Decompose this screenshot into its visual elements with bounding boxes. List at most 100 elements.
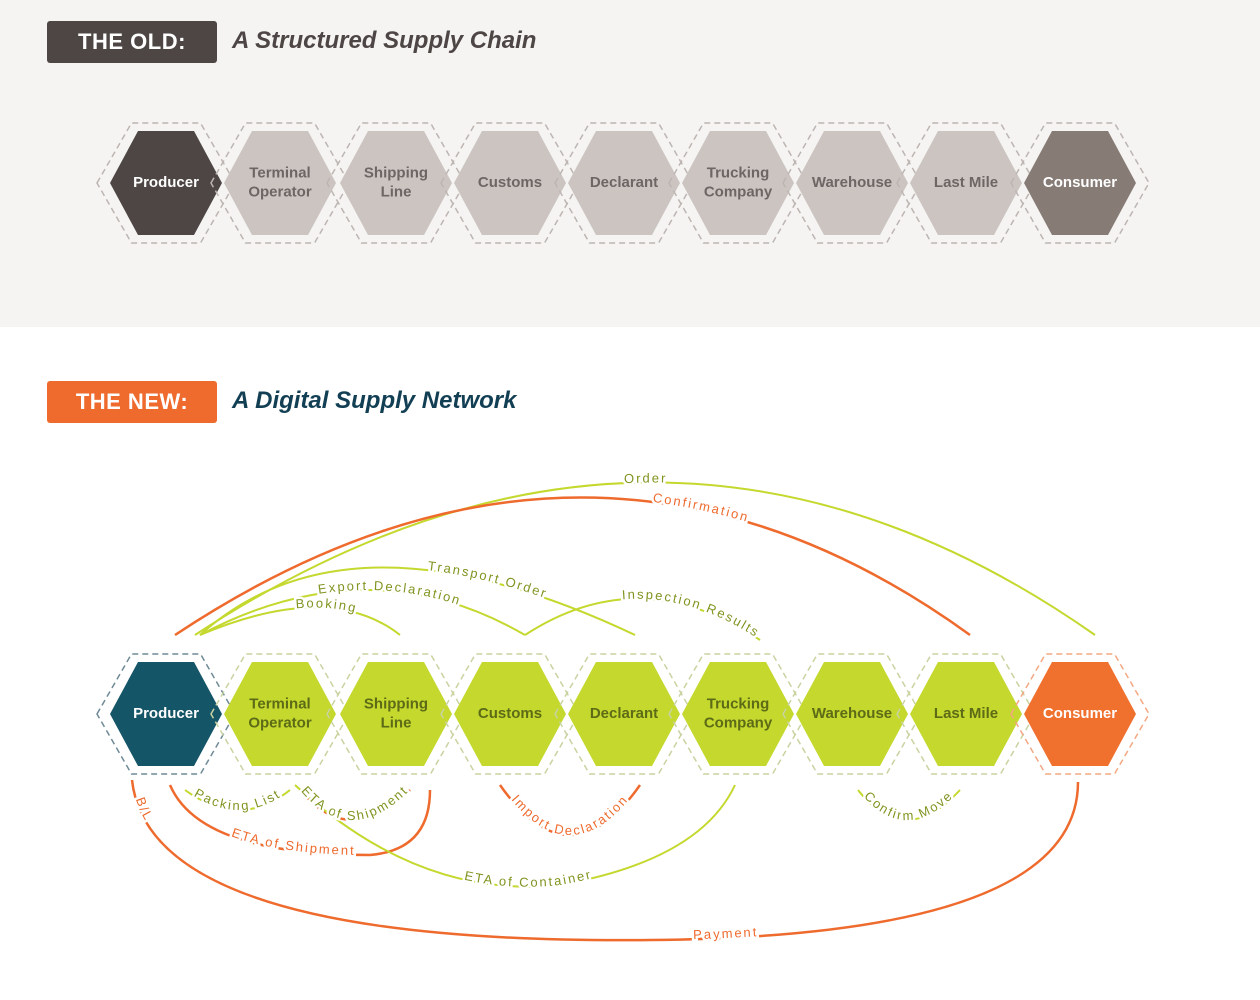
old-node-consumer-label: Consumer (1043, 174, 1117, 191)
new-node-trucking-company-outline (668, 653, 808, 775)
old-node-warehouse-label: Warehouse (812, 174, 892, 191)
flow-label-export-declaration: Export Declaration (317, 578, 463, 608)
new-node-producer-label: Producer (133, 705, 199, 722)
new-node-last-mile-label: Last Mile (934, 705, 998, 722)
old-chain-row: ProducerTerminalOperatorShippingLineCust… (96, 122, 1150, 244)
new-node-warehouse: Warehouse (782, 653, 922, 775)
old-node-customs-hexagon (454, 131, 566, 235)
old-node-terminal-operator-hexagon (224, 131, 336, 235)
flow-label-confirm-move: Confirm Move (861, 788, 956, 824)
flow-label-inspection-results: Inspection Results (621, 587, 762, 641)
old-node-shipping-line-label: Line (381, 183, 412, 200)
new-node-consumer-outline (1010, 653, 1150, 775)
eta-shipment-big-line (168, 784, 432, 857)
new-node-declarant-label: Declarant (590, 705, 658, 722)
export-declaration-line (199, 589, 526, 636)
old-node-warehouse-hexagon (796, 131, 908, 235)
flow-label-confirmation: Confirmation (652, 490, 751, 525)
new-node-warehouse-hexagon (796, 662, 908, 766)
old-node-consumer-outline (1010, 122, 1150, 244)
old-node-shipping-line-hexagon (340, 131, 452, 235)
eta-container-line (294, 784, 736, 888)
old-badge: THE OLD: (47, 21, 217, 63)
old-node-declarant-label: Declarant (590, 174, 658, 191)
payment-line (130, 779, 1080, 942)
old-node-trucking-company-label: Trucking (707, 164, 770, 181)
flow-label-import-declaration: Import Declaration (509, 792, 632, 838)
eta-shipment-small-line (299, 789, 411, 822)
new-node-producer-outline (96, 653, 236, 775)
flow-label-order: Order (624, 470, 668, 486)
flow-label-eta-shipment-big: ETA of Shipment (230, 825, 356, 858)
old-node-terminal-operator-label: Terminal (249, 164, 310, 181)
old-node-terminal-operator-outline (210, 122, 350, 244)
old-node-last-mile-outline (896, 122, 1036, 244)
new-node-warehouse-outline (782, 653, 922, 775)
old-node-producer-outline (96, 122, 236, 244)
old-node-customs: Customs (440, 122, 580, 244)
new-node-shipping-line-hexagon (340, 662, 452, 766)
old-node-last-mile-label: Last Mile (934, 174, 998, 191)
old-node-shipping-line-label: Shipping (364, 164, 428, 181)
new-network-row: ProducerTerminalOperatorShippingLineCust… (96, 653, 1150, 775)
new-node-declarant-outline (554, 653, 694, 775)
import-declaration-line (498, 784, 642, 837)
flow-label-bl: B/L (133, 795, 157, 824)
old-node-customs-label: Customs (478, 174, 542, 191)
old-node-last-mile-hexagon (910, 131, 1022, 235)
new-node-last-mile-hexagon (910, 662, 1022, 766)
flow-label-booking: Booking (295, 595, 359, 615)
booking-line (199, 606, 401, 636)
new-node-declarant-hexagon (568, 662, 680, 766)
old-node-warehouse: Warehouse (782, 122, 922, 244)
old-node-producer-hexagon (110, 131, 222, 235)
new-node-customs-label: Customs (478, 705, 542, 722)
new-node-trucking-company-hexagon (682, 662, 794, 766)
new-node-shipping-line-label: Line (381, 714, 412, 731)
old-node-producer-label: Producer (133, 174, 199, 191)
new-node-consumer-label: Consumer (1043, 705, 1117, 722)
transport-order-line (199, 566, 636, 636)
old-node-declarant: Declarant (554, 122, 694, 244)
new-node-producer-hexagon (110, 662, 222, 766)
new-badge: THE NEW: (47, 381, 217, 423)
old-node-terminal-operator-label: Operator (248, 183, 312, 200)
new-node-terminal-operator-label: Operator (248, 714, 312, 731)
old-node-declarant-hexagon (568, 131, 680, 235)
new-node-customs: Customs (440, 653, 580, 775)
new-node-warehouse-label: Warehouse (812, 705, 892, 722)
old-node-last-mile: Last Mile (896, 122, 1036, 244)
new-node-declarant: Declarant (554, 653, 694, 775)
flow-lines (130, 481, 1096, 942)
new-node-terminal-operator-hexagon (224, 662, 336, 766)
new-title: A Digital Supply Network (232, 387, 517, 414)
old-node-producer: Producer (96, 122, 236, 244)
new-node-customs-hexagon (454, 662, 566, 766)
confirmation-line (174, 496, 971, 637)
old-node-trucking-company-outline (668, 122, 808, 244)
old-node-trucking-company-label: Company (704, 183, 773, 200)
new-node-terminal-operator-outline (210, 653, 350, 775)
order-line (194, 481, 1096, 636)
new-node-shipping-line-outline (326, 653, 466, 775)
inspection-results-line (524, 597, 761, 641)
old-title: A Structured Supply Chain (232, 27, 537, 54)
new-node-last-mile: Last Mile (896, 653, 1036, 775)
packing-list-line (184, 789, 291, 811)
old-node-shipping-line-outline (326, 122, 466, 244)
old-node-customs-outline (440, 122, 580, 244)
new-node-last-mile-outline (896, 653, 1036, 775)
flow-label-eta-container: ETA of Container (463, 866, 593, 889)
new-node-customs-outline (440, 653, 580, 775)
new-node-consumer: Consumer (1010, 653, 1150, 775)
old-node-declarant-outline (554, 122, 694, 244)
old-node-warehouse-outline (782, 122, 922, 244)
flow-label-payment: Payment (693, 924, 759, 942)
old-node-consumer: Consumer (1010, 122, 1150, 244)
